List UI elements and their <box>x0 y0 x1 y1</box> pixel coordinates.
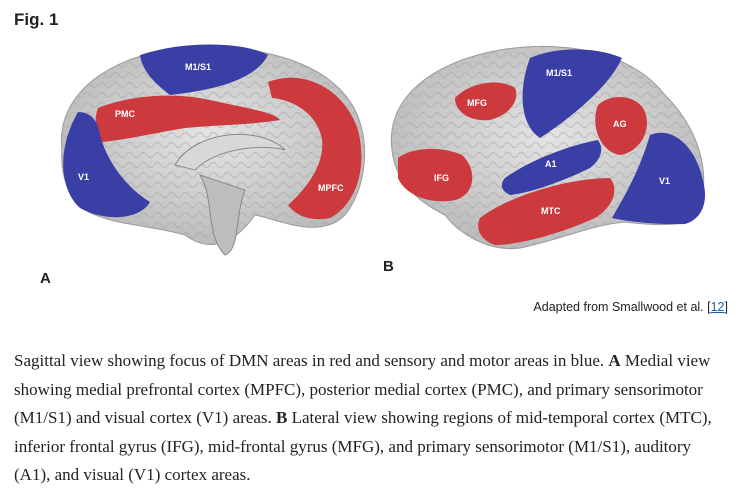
label-v1-lateral: V1 <box>659 176 670 186</box>
credit-text: Adapted from Smallwood et al. [ <box>533 300 711 314</box>
label-a1: A1 <box>545 159 557 169</box>
figure-credit: Adapted from Smallwood et al. [12] <box>533 300 728 314</box>
region-ag <box>595 96 648 155</box>
figure-image: M1/S1 PMC V1 MPFC M1/S1 MFG AG IFG A1 MT… <box>60 44 706 256</box>
label-ifg: IFG <box>434 173 449 183</box>
label-mtc: MTC <box>541 206 561 216</box>
label-ag: AG <box>613 119 627 129</box>
region-m1s1-lateral <box>522 49 622 138</box>
region-v1-lateral <box>612 132 706 225</box>
region-mtc <box>478 178 615 245</box>
region-ifg <box>398 148 473 202</box>
label-mpfc: MPFC <box>318 183 344 193</box>
caption-a-text: Medial view showing medial prefrontal co… <box>14 351 711 428</box>
label-m1s1-lateral: M1/S1 <box>546 68 572 78</box>
brain-medial-view: M1/S1 PMC V1 MPFC <box>60 44 366 256</box>
region-m1s1-medial <box>140 44 268 95</box>
label-mfg: MFG <box>467 98 487 108</box>
label-m1s1-medial: M1/S1 <box>185 62 211 72</box>
panel-letter-a: A <box>40 270 51 287</box>
caption-a-label: A <box>608 351 621 370</box>
panel-letter-b: B <box>383 258 394 275</box>
region-v1-medial <box>63 112 151 218</box>
caption-b-text: Lateral view showing regions of mid-temp… <box>14 408 712 485</box>
figure-caption: Sagittal view showing focus of DMN areas… <box>14 347 726 490</box>
label-v1-medial: V1 <box>78 172 89 182</box>
region-pmc <box>95 95 281 142</box>
region-mpfc <box>268 77 362 220</box>
figure-label: Fig. 1 <box>14 10 59 29</box>
caption-b-label: B <box>276 408 288 428</box>
region-mfg <box>455 82 517 121</box>
region-a1 <box>501 140 602 195</box>
reference-link[interactable]: 12 <box>710 300 725 314</box>
credit-close: ] <box>724 300 728 314</box>
brain-lateral-view: M1/S1 MFG AG IFG A1 MTC V1 <box>390 45 706 250</box>
caption-intro: Sagittal view showing focus of DMN areas… <box>14 351 609 370</box>
label-pmc: PMC <box>115 109 136 119</box>
